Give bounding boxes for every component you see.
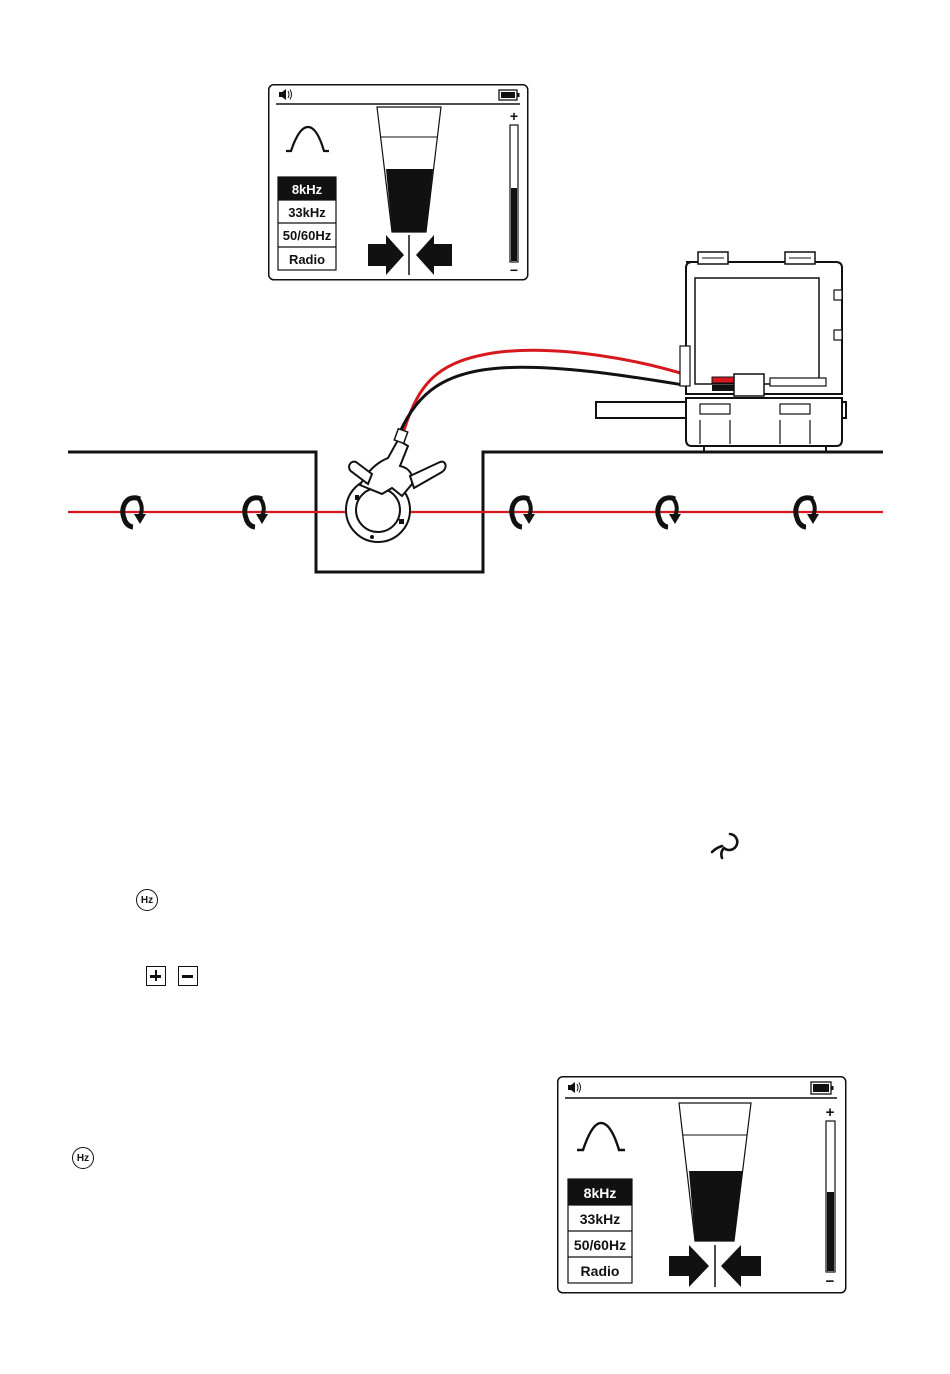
frequency-option[interactable]: 50/60Hz — [283, 228, 332, 243]
frequency-option[interactable]: 8kHz — [292, 182, 323, 197]
peak-mode-icon — [286, 127, 329, 151]
display-frame — [558, 1077, 846, 1293]
left-arrow-icon — [721, 1245, 761, 1287]
frequency-selected-highlight — [278, 177, 336, 200]
signal-strength-funnel — [679, 1103, 751, 1241]
clamp-symbol-icon — [712, 834, 737, 858]
signal-strength-fill — [689, 1171, 743, 1241]
gain-plus-label: + — [510, 108, 518, 124]
frequency-option[interactable]: 33kHz — [288, 205, 326, 220]
gain-bar-fill — [827, 1192, 834, 1271]
right-arrow-icon — [368, 235, 404, 275]
speaker-icon — [568, 1082, 581, 1093]
gain-minus-label: − — [826, 1273, 835, 1290]
peak-mode-icon — [577, 1123, 625, 1150]
frequency-option[interactable]: 50/60Hz — [574, 1237, 626, 1253]
frequency-option[interactable]: Radio — [289, 252, 325, 267]
rotation-arrow-icon — [796, 497, 819, 527]
hz-button-label: Hz — [77, 1153, 89, 1164]
clamp-icon — [346, 429, 446, 542]
gain-plus-label: + — [826, 1104, 835, 1121]
battery-icon — [499, 90, 520, 100]
signal-strength-funnel — [377, 107, 441, 232]
rotation-arrow-icon — [658, 497, 681, 527]
signal-strength-fill — [386, 169, 433, 232]
gain-bar — [510, 125, 518, 262]
ground-line — [68, 452, 883, 572]
rotation-arrow-icon — [245, 497, 268, 527]
red-lead — [404, 350, 712, 430]
left-arrow-icon — [416, 235, 452, 275]
rotation-arrow-icon — [123, 497, 146, 527]
gain-bar — [826, 1121, 835, 1272]
hz-button-label: Hz — [141, 895, 153, 906]
gain-minus-label: − — [510, 262, 518, 278]
gain-bar-fill — [511, 188, 517, 261]
right-arrow-icon — [669, 1245, 709, 1287]
black-lead — [400, 367, 712, 432]
hz-button-icon[interactable]: Hz — [136, 889, 158, 911]
frequency-option[interactable]: Radio — [581, 1263, 620, 1279]
frequency-list: 8kHz 33kHz 50/60Hz Radio — [568, 1179, 632, 1283]
display-frame — [269, 85, 528, 280]
rotation-arrow-icon — [512, 497, 535, 527]
frequency-option[interactable]: 8kHz — [584, 1185, 617, 1201]
speaker-icon — [279, 89, 292, 100]
frequency-option[interactable]: 33kHz — [580, 1211, 620, 1227]
battery-icon — [811, 1082, 834, 1094]
hz-button-icon[interactable]: Hz — [72, 1147, 94, 1169]
frequency-list: 8kHz 33kHz 50/60Hz Radio — [278, 177, 336, 270]
frequency-selected-highlight — [568, 1179, 632, 1205]
minus-button-icon[interactable] — [178, 966, 198, 986]
transmitter-icon — [596, 252, 846, 452]
plus-button-icon[interactable] — [146, 966, 166, 986]
